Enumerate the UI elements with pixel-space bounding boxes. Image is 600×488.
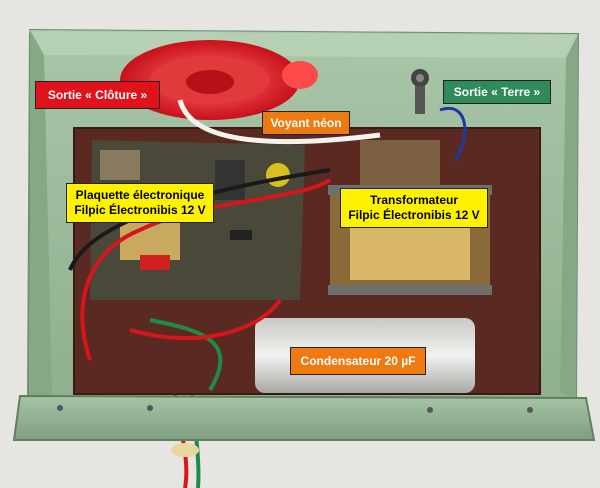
board-capacitor	[266, 163, 290, 187]
transformer-coil	[350, 220, 470, 280]
earth-terminal-stem	[415, 86, 425, 114]
enclosure-right-wall	[560, 34, 578, 400]
wire-red-2	[129, 298, 282, 341]
fence-output-center	[186, 70, 234, 94]
label-sortie-cloture: Sortie « Clôture »	[35, 81, 160, 109]
label-plaquette-line2: Filpic Électronibis 12 V	[74, 203, 206, 217]
label-condensateur-text: Condensateur 20 µF	[300, 353, 416, 368]
earth-terminal-center	[416, 74, 424, 82]
label-sortie-terre: Sortie « Terre »	[443, 80, 551, 104]
label-transfo-line2: Filpic Électronibis 12 V	[348, 208, 480, 222]
wire-green	[149, 318, 223, 392]
neon-lamp-red	[282, 61, 318, 89]
label-sortie-cloture-text: Sortie « Clôture »	[47, 87, 148, 102]
screw-1	[57, 405, 63, 411]
wire-white	[177, 99, 381, 145]
label-voyant-neon: Voyant néon	[262, 111, 350, 135]
screw-4	[527, 407, 533, 413]
label-transformateur: Transformateur Filpic Électronibis 12 V	[340, 188, 488, 228]
label-plaquette-electronique: Plaquette électronique Filpic Électronib…	[66, 183, 214, 223]
board-red-component	[140, 255, 170, 270]
enclosure-front-panel	[12, 394, 596, 441]
screw-3	[427, 407, 433, 413]
screw-2	[147, 405, 153, 411]
enclosure-left-wall	[30, 30, 52, 400]
label-voyant-neon-text: Voyant néon	[270, 115, 342, 130]
transformer-frame-bottom	[328, 285, 492, 295]
board-relay	[215, 160, 245, 200]
label-transfo-line1: Transformateur	[369, 193, 459, 207]
wire-blue	[439, 106, 467, 161]
board-ic	[230, 230, 252, 240]
label-sortie-terre-text: Sortie « Terre »	[453, 84, 541, 99]
label-condensateur: Condensateur 20 µF	[290, 347, 426, 375]
label-plaquette-line1: Plaquette électronique	[75, 188, 205, 202]
enclosure-top-rim	[28, 30, 578, 58]
cable-grommet	[171, 443, 199, 457]
wire-red-1	[80, 178, 332, 361]
board-component-1	[100, 150, 140, 180]
transformer-terminal-block	[360, 140, 440, 185]
